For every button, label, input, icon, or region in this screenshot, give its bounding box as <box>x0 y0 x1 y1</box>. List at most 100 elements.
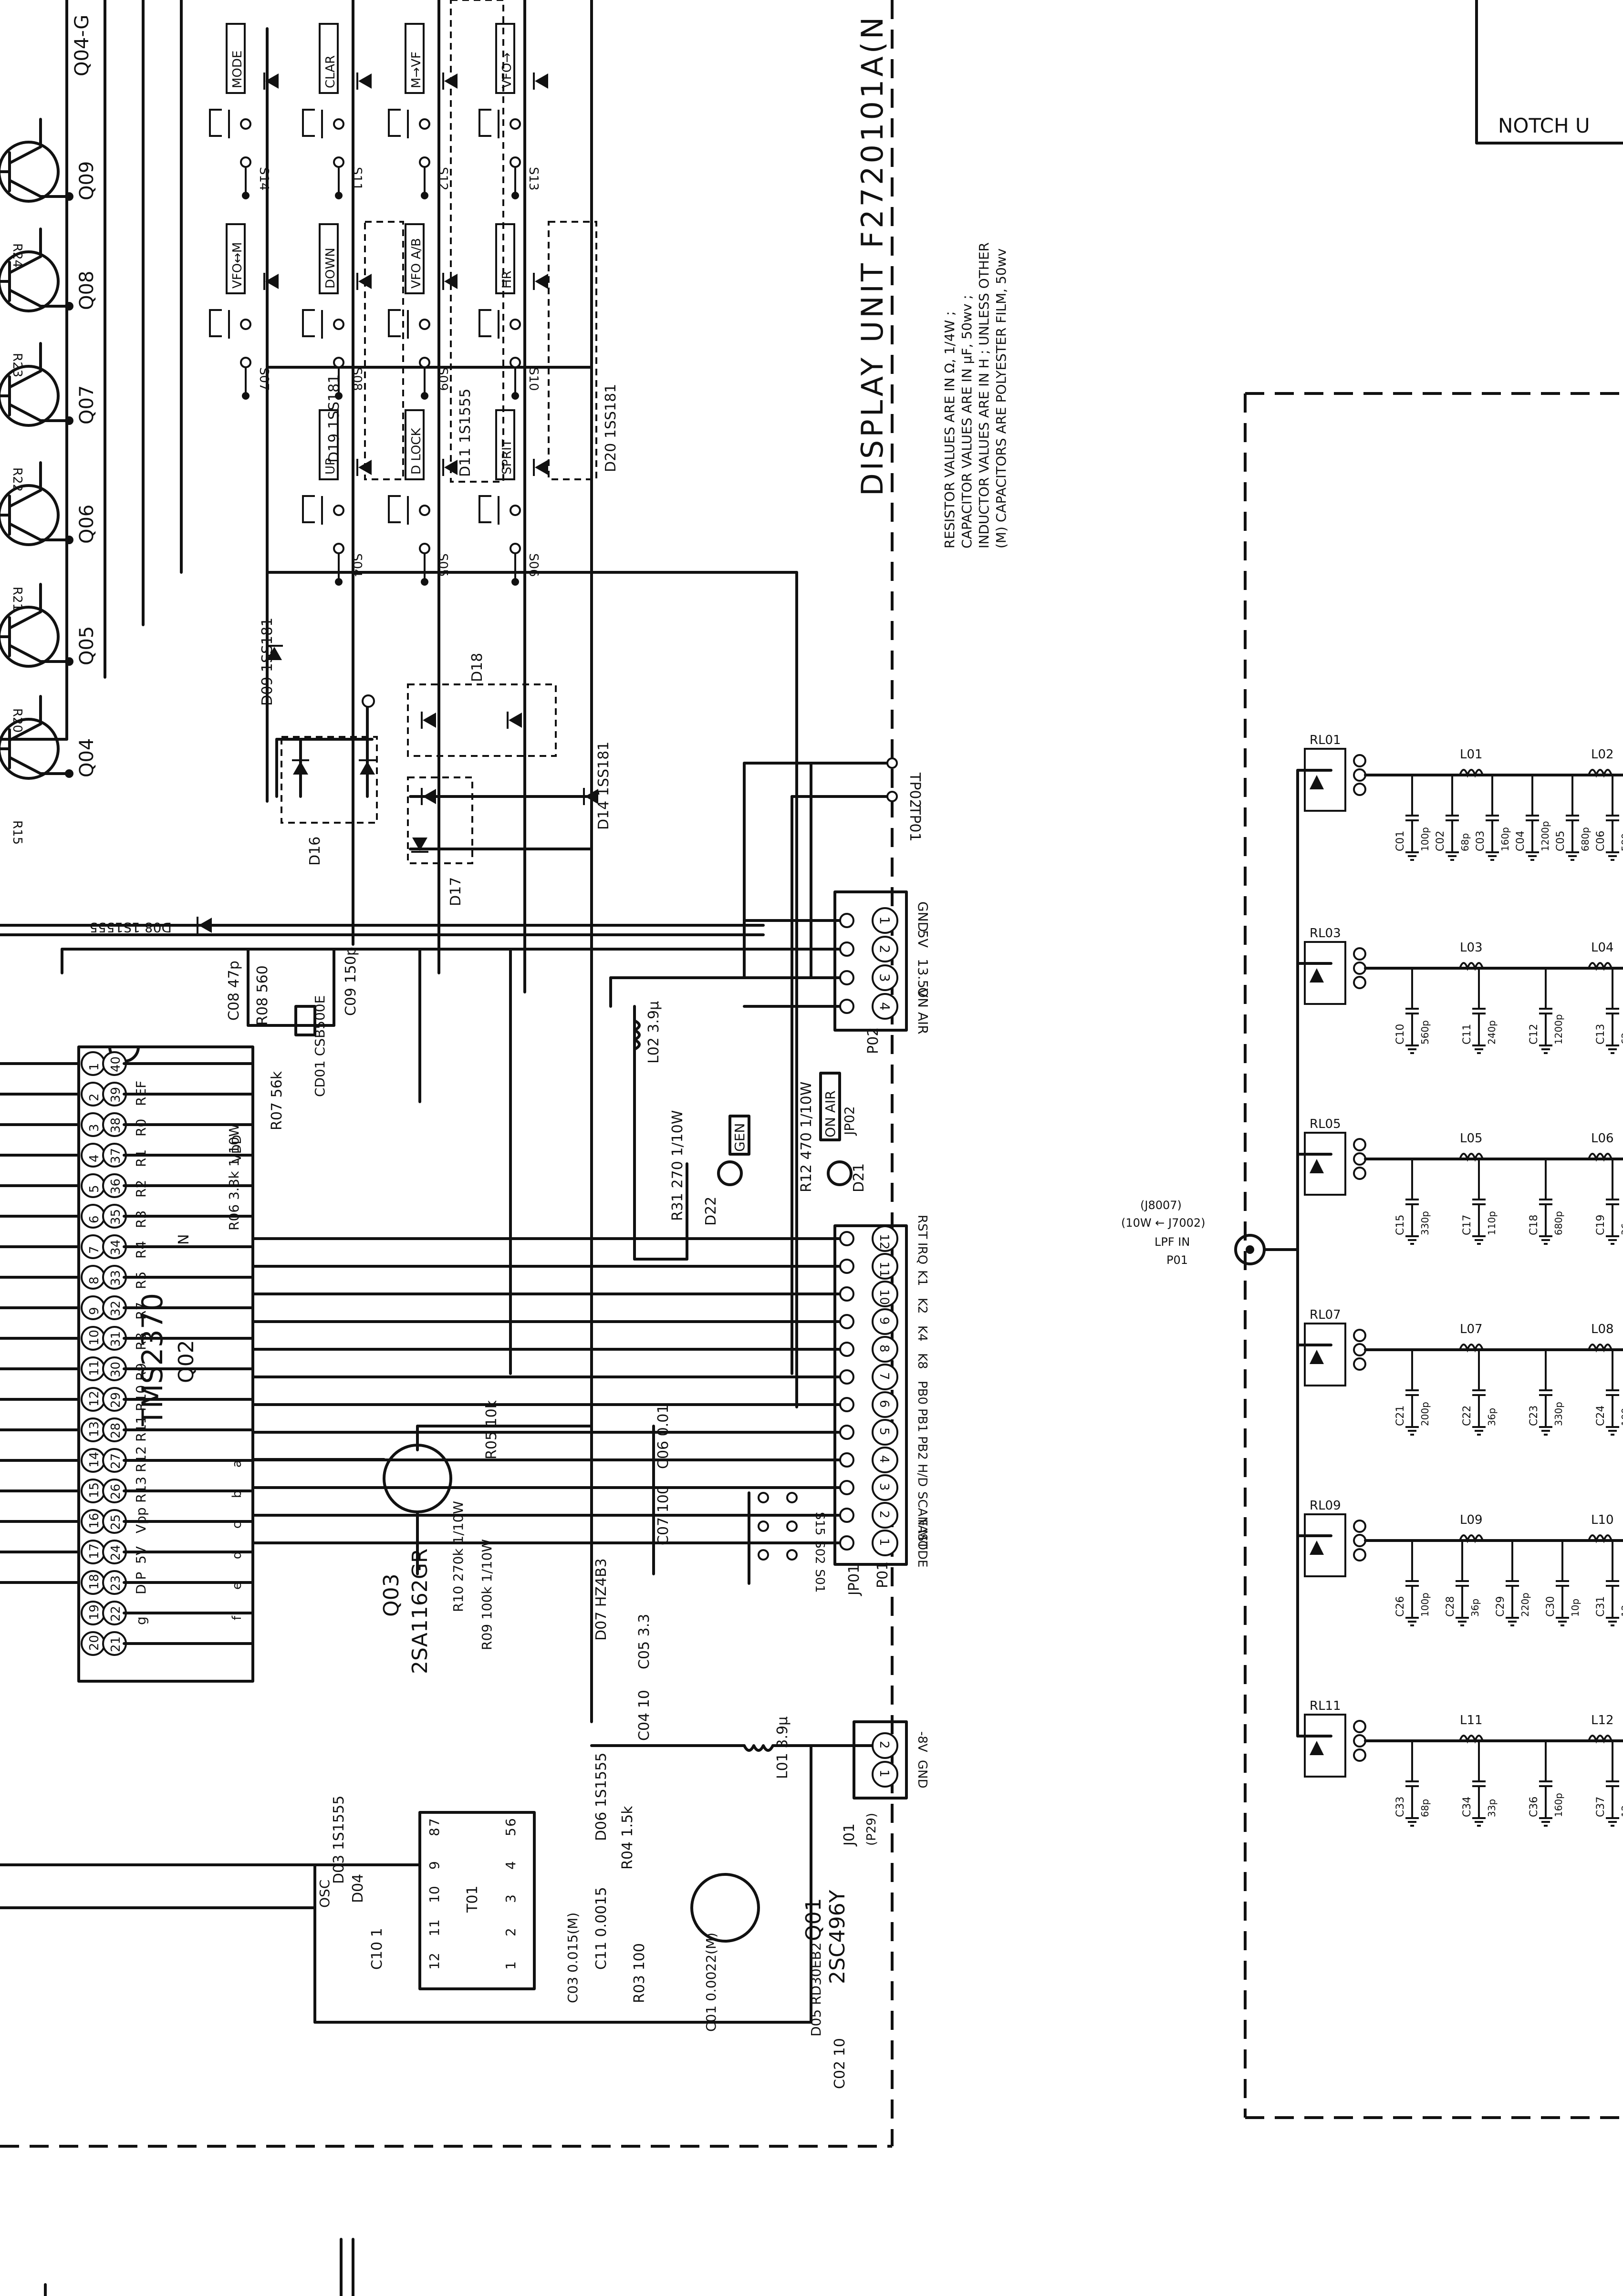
ic-label-left-15: 5V <box>133 1546 149 1564</box>
cap-c29-value: 220p <box>1519 1593 1531 1617</box>
key-s06-label: SPRIT <box>500 439 514 475</box>
transformer-t01 <box>418 1811 536 1990</box>
gen-box <box>728 1115 750 1156</box>
transistor-q01-ref: Q01 <box>801 1898 826 1941</box>
ic-pin-6: 6 <box>81 1204 105 1229</box>
cap-c37-value: 12p <box>1620 1799 1623 1817</box>
p02-pin-1-num: 1 <box>877 916 893 925</box>
resistor-r24-ref: R24 <box>10 243 24 268</box>
cap-c21-ref: C21 <box>1394 1406 1406 1426</box>
inductor-l03-label: L03 <box>1460 941 1483 955</box>
ic-pin-29-num: 29 <box>109 1392 123 1408</box>
cap-c12-ref: C12 <box>1528 1024 1540 1045</box>
p02-pin-4-label: ON AIR <box>915 987 931 1034</box>
cap-c33-ref: C33 <box>1394 1797 1406 1817</box>
diode-d14-label: D14 1SS181 <box>595 742 612 830</box>
relay-rl09-label: RL09 <box>1310 1499 1341 1513</box>
resistor-r20-ref: R20 <box>10 708 24 733</box>
ic-pin-3-num: 3 <box>87 1124 102 1132</box>
key-s06-ref: S06 <box>526 553 541 577</box>
ic-pin-22: 22 <box>102 1601 127 1625</box>
ic-pin-32: 32 <box>102 1295 127 1320</box>
display-unit-border <box>0 0 894 2148</box>
p01-pin-6-label: PB0 <box>915 1381 929 1405</box>
p01-pin-5-label: PB1 <box>915 1408 929 1432</box>
ic-pin-14-num: 14 <box>87 1452 102 1468</box>
p01-pin-8: 8K4 <box>251 1325 929 1363</box>
res-r04-label: R04 1.5k <box>619 1806 636 1870</box>
cap-c37-ref: C37 <box>1595 1797 1607 1817</box>
cap-c10: C10 560p <box>1394 968 1431 1054</box>
diode-box-d17 <box>407 776 473 864</box>
cap-c01-label: C01 0.0022(M) <box>703 1933 719 2032</box>
relay-rl01-label: RL01 <box>1310 733 1341 747</box>
key-s07-ref: S07 <box>257 367 271 391</box>
p01-pin-1-num: 1 <box>877 1538 891 1546</box>
ic-pin-33: 33 <box>102 1265 127 1290</box>
cap-c03-value: 160p <box>1499 827 1511 851</box>
ic-pin-12: 12 <box>81 1387 105 1412</box>
key-s04-ref: S04 <box>350 553 364 577</box>
cap-c22-ref: C22 <box>1461 1406 1473 1426</box>
cap-c26-value: 100p <box>1419 1593 1431 1617</box>
ic-pin-23: 23 <box>102 1570 127 1595</box>
key-s08-ref: S08 <box>350 367 364 391</box>
ic-pin-17: 17 <box>81 1540 105 1564</box>
connector-p01-label: P01 <box>874 1562 891 1588</box>
res-r06-label: R06 3.3k 1/10W <box>226 1124 242 1231</box>
cap-c06-value: 580p <box>1620 827 1623 851</box>
ic-pin-27: 27 <box>102 1448 127 1473</box>
p02-pin-3-label: 13.5V <box>915 959 931 998</box>
transistor-q09-ref: Q09 <box>76 161 98 200</box>
cap-c03-label: C03 0.015(M) <box>565 1913 581 2003</box>
diode-box-d20 <box>548 221 597 480</box>
diode-d17-a <box>421 788 436 805</box>
inductor-l01-label: L01 3.9μ <box>774 1717 791 1779</box>
on-air-box <box>819 1072 841 1141</box>
ic-pin-31: 31 <box>102 1326 127 1351</box>
ic-pin-11-num: 11 <box>87 1360 102 1376</box>
cap-c10-value: 560p <box>1419 1020 1431 1045</box>
cap-c13-value: 62p <box>1620 1026 1623 1045</box>
ic-pin-7: 7 <box>81 1234 105 1259</box>
cap-c10-ref: C10 <box>1394 1024 1406 1045</box>
ic-label-left-6: R5 <box>133 1272 149 1289</box>
transistor-q01-part: 2SC496Y <box>825 1890 850 1984</box>
diode-d03-label: D03 1S1555 <box>331 1796 347 1884</box>
cap-c29-ref: C29 <box>1495 1596 1507 1617</box>
key-s06: SPRIT S06 <box>479 409 548 586</box>
ic-label-right-0: VDD <box>230 1135 244 1162</box>
cap-c24-ref: C24 <box>1595 1406 1607 1426</box>
cap-c30-value: 10p <box>1570 1599 1581 1617</box>
transistor-q05-ref: Q05 <box>76 626 98 665</box>
transformer-t01-label: T01 <box>464 1886 481 1913</box>
ic-pin-35: 35 <box>102 1204 127 1229</box>
ic-pin-22-num: 22 <box>109 1606 123 1622</box>
cap-c17-ref: C17 <box>1461 1215 1473 1235</box>
key-s04-label: UP <box>323 458 338 475</box>
key-s05-label: D LOCK <box>409 428 424 475</box>
ic-pin-17-num: 17 <box>87 1543 102 1559</box>
notch-unit-border: NOTCH U <box>1475 0 1623 145</box>
ic-label-right-1: a <box>230 1460 244 1468</box>
bottom-marks <box>44 2238 354 2296</box>
inductor-l08-label: L08 <box>1591 1322 1614 1336</box>
res-r07-label: R07 56k <box>269 1071 285 1130</box>
